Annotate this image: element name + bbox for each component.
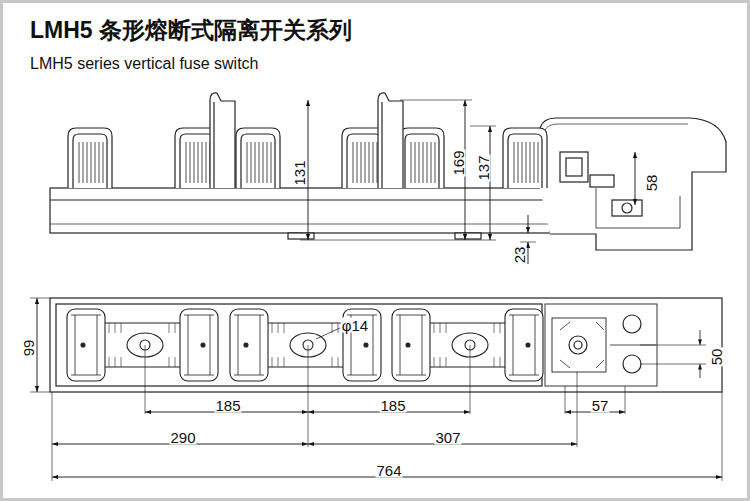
dimension-label: 137 (476, 154, 491, 181)
title: LMH5 条形熔断式隔离开关系列 (30, 15, 352, 46)
dimension-label: 57 (591, 398, 610, 413)
dimension-label: 185 (379, 398, 406, 413)
dimension-label: 764 (375, 463, 402, 478)
dimension-label: 169 (451, 149, 466, 176)
dimension-label: 131 (292, 159, 307, 186)
dimension-label: 23 (512, 246, 527, 265)
subtitle: LMH5 series vertical fuse switch (30, 55, 259, 73)
dimension-label: 185 (214, 398, 241, 413)
dimension-label: 99 (21, 339, 36, 358)
dimension-label: 50 (709, 348, 724, 367)
dimension-label: 290 (169, 430, 196, 445)
fuse-switch-drawing (3, 3, 747, 498)
dimension-label: 307 (434, 430, 461, 445)
dimension-label: 58 (644, 174, 659, 193)
dimension-label: φ14 (341, 318, 369, 333)
